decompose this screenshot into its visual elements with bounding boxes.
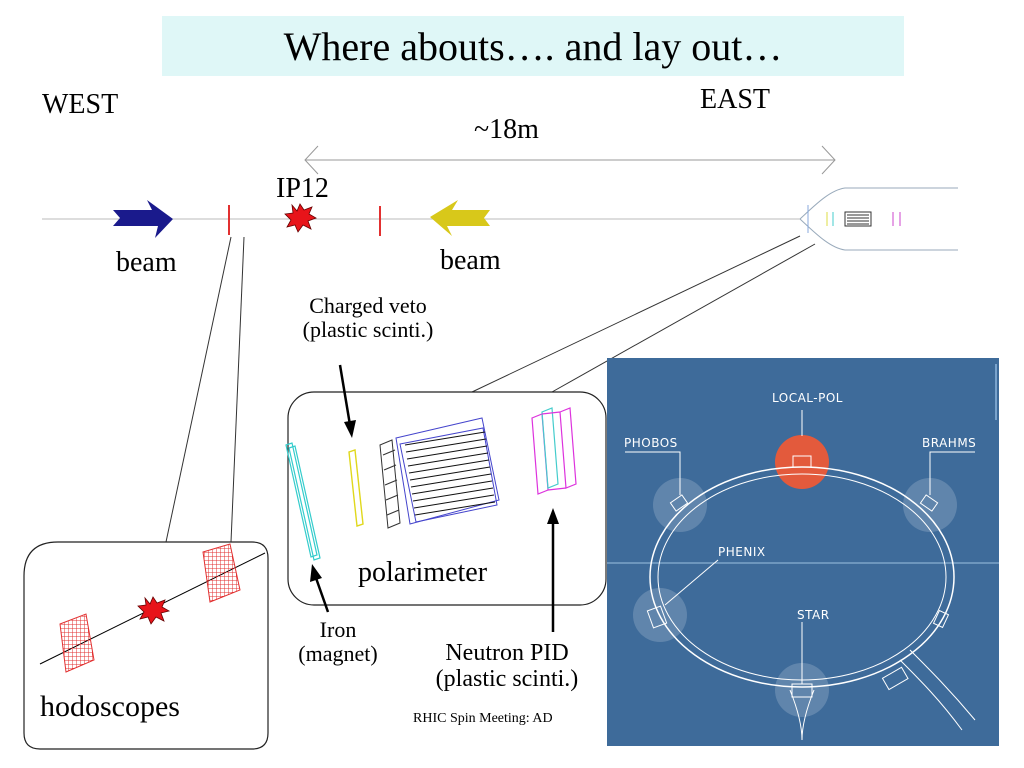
beam-label-west: beam [116, 247, 177, 278]
neutron-pid-label: Neutron PID (plastic scinti.) [435, 640, 579, 693]
map-label-local-pol: LOCAL-POL [772, 391, 843, 405]
iron-magnet [285, 442, 321, 561]
iron-label: Iron (magnet) [298, 617, 378, 667]
slide-title: Where abouts…. and lay out… [162, 16, 904, 76]
charged-veto-label: Charged veto (plastic scinti.) [302, 293, 434, 343]
polarimeter-label: polarimeter [358, 557, 488, 588]
pointer-arrow [338, 364, 356, 438]
pointer-arrow [310, 564, 330, 613]
charged-veto [348, 449, 364, 527]
map-label-brahms: BRAHMS [922, 436, 977, 450]
west-label: WEST [42, 89, 119, 120]
zoom-line [230, 236, 245, 543]
map-brahms-marker [903, 478, 957, 532]
map-label-phobos: PHOBOS [624, 436, 678, 450]
map-label-phenix: PHENIX [718, 545, 766, 559]
beam-pipe-junction [799, 187, 958, 251]
hodoscopes-label: hodoscopes [40, 690, 180, 723]
map-local-pol-marker [775, 435, 829, 489]
hodoscope-upstream [59, 613, 95, 673]
beam-arrow-east-icon [430, 200, 490, 236]
neutron-pid [531, 407, 577, 495]
distance-label: ~18m [474, 114, 539, 145]
pointer-arrow [547, 508, 559, 632]
calorimeter [379, 417, 500, 529]
beam-arrow-west-icon [113, 200, 173, 238]
zoom-line [551, 243, 816, 393]
ip-label: IP12 [276, 173, 329, 204]
hodoscope-downstream [202, 543, 241, 603]
zoom-line [165, 236, 232, 543]
hodoscope-ip-burst-icon [137, 596, 171, 625]
polarimeter-box [287, 391, 607, 606]
distance-arrow [304, 145, 836, 175]
map-star-marker [775, 663, 829, 717]
east-label: EAST [700, 84, 770, 115]
map-phobos-marker [653, 478, 707, 532]
hodoscopes-box [23, 541, 269, 750]
map-label-star: STAR [797, 608, 830, 622]
zoom-line [471, 235, 801, 393]
polarimeter-mini [826, 211, 901, 227]
beam-label-east: beam [440, 245, 501, 276]
rhic-map [607, 358, 999, 746]
ip-burst-icon [284, 203, 317, 233]
footer-text: RHIC Spin Meeting: AD [413, 711, 553, 726]
